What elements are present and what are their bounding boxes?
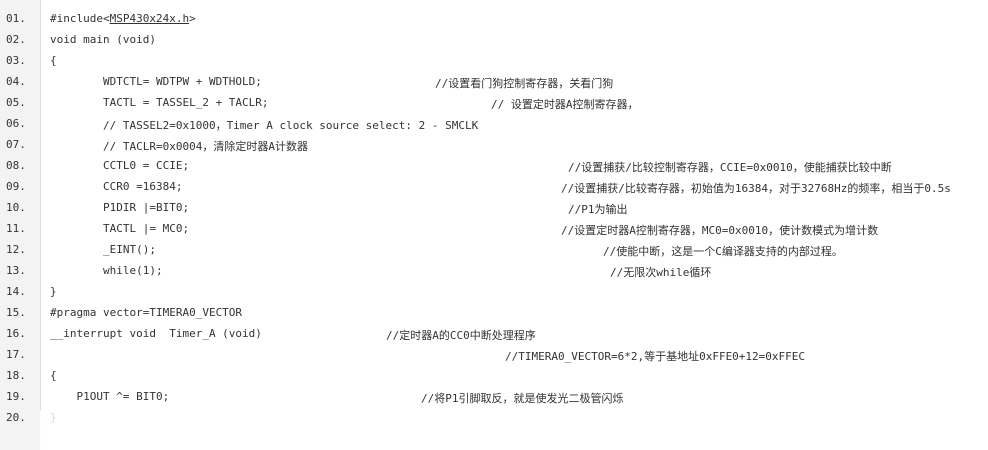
code-text: {	[50, 369, 57, 382]
code-comment: //P1为输出	[568, 203, 628, 216]
line-number: 04.	[6, 75, 26, 88]
include-close: >	[189, 12, 196, 25]
code-text: // TACLR=0x0004，清除定时器A计数器	[50, 140, 308, 153]
code-comment: //设置捕获/比较控制寄存器，CCIE=0x0010，使能捕获比较中断	[568, 161, 892, 174]
code-line: 15. #pragma vector=TIMERA0_VECTOR	[0, 304, 988, 325]
line-number: 03.	[6, 54, 26, 67]
line-number: 13.	[6, 264, 26, 277]
line-number-gutter	[0, 0, 41, 450]
line-number: 14.	[6, 285, 26, 298]
line-number: 12.	[6, 243, 26, 256]
code-line: 11. TACTL |= MC0; //设置定时器A控制寄存器，MC0=0x00…	[0, 220, 988, 241]
code-line: 16. __interrupt void Timer_A (void) //定时…	[0, 325, 988, 346]
code-text: {	[50, 54, 57, 67]
line-number: 20.	[6, 411, 26, 424]
code-comment: //设置捕获/比较寄存器，初始值为16384，对于32768Hz的频率，相当于0…	[561, 182, 951, 195]
code-text: // TASSEL2=0x1000，Timer A clock source s…	[50, 119, 479, 132]
line-number: 11.	[6, 222, 26, 235]
line-number: 07.	[6, 138, 26, 151]
code-text: }	[50, 285, 57, 298]
line-number: 10.	[6, 201, 26, 214]
line-number: 17.	[6, 348, 26, 361]
code-text: #include<MSP430x24x.h>	[50, 12, 196, 25]
line-number: 02.	[6, 33, 26, 46]
code-comment: // 设置定时器A控制寄存器，	[491, 98, 639, 111]
code-text: P1DIR |=BIT0;	[50, 201, 190, 214]
include-directive: #include<	[50, 12, 110, 25]
code-text: void main (void)	[50, 33, 156, 46]
code-text: CCTL0 = CCIE;	[50, 159, 190, 172]
code-text: __interrupt void Timer_A (void)	[50, 327, 262, 340]
code-line: 18. {	[0, 367, 988, 388]
code-text: #pragma vector=TIMERA0_VECTOR	[50, 306, 243, 319]
bottom-fade-overlay	[40, 410, 130, 450]
code-text: CCR0 =16384;	[50, 180, 183, 193]
code-text: TACTL |= MC0;	[50, 222, 190, 235]
code-line: 03. {	[0, 52, 988, 73]
code-line: 01. #include<MSP430x24x.h>	[0, 10, 988, 31]
code-text: WDTCTL= WDTPW + WDTHOLD;	[50, 75, 262, 88]
code-text: TACTL = TASSEL_2 + TACLR;	[50, 96, 269, 109]
code-comment: //定时器A的CC0中断处理程序	[386, 329, 536, 342]
code-comment: //使能中断，这是一个C编译器支持的内部过程。	[603, 245, 843, 258]
line-number: 06.	[6, 117, 26, 130]
code-line: 12. _EINT(); //使能中断，这是一个C编译器支持的内部过程。	[0, 241, 988, 262]
code-comment: //将P1引脚取反，就是使发光二极管闪烁	[421, 392, 624, 405]
code-line: 20. }	[0, 409, 988, 430]
code-line: 02. void main (void)	[0, 31, 988, 52]
line-number: 16.	[6, 327, 26, 340]
line-number: 19.	[6, 390, 26, 403]
code-text: P1OUT ^= BIT0;	[50, 390, 170, 403]
line-number: 08.	[6, 159, 26, 172]
code-line: 09. CCR0 =16384; //设置捕获/比较寄存器，初始值为16384，…	[0, 178, 988, 199]
code-comment: //无限次while循环	[610, 266, 712, 279]
line-number: 09.	[6, 180, 26, 193]
code-comment: //TIMERA0_VECTOR=6*2,等于基地址0xFFE0+12=0xFF…	[505, 350, 806, 363]
code-line: 14. }	[0, 283, 988, 304]
code-line: 05. TACTL = TASSEL_2 + TACLR; // 设置定时器A控…	[0, 94, 988, 115]
code-line: 17. //TIMERA0_VECTOR=6*2,等于基地址0xFFE0+12=…	[0, 346, 988, 367]
code-text: _EINT();	[50, 243, 156, 256]
code-line: 06. // TASSEL2=0x1000，Timer A clock sour…	[0, 115, 988, 136]
line-number: 18.	[6, 369, 26, 382]
code-comment: //设置定时器A控制寄存器，MC0=0x0010，使计数模式为增计数	[561, 224, 879, 237]
code-comment: //设置看门狗控制寄存器，关看门狗	[435, 77, 614, 90]
code-line: 19. P1OUT ^= BIT0; //将P1引脚取反，就是使发光二极管闪烁	[0, 388, 988, 409]
code-text: while(1);	[50, 264, 163, 277]
line-number: 15.	[6, 306, 26, 319]
include-target-link[interactable]: MSP430x24x.h	[109, 12, 190, 25]
code-line: 13. while(1); //无限次while循环	[0, 262, 988, 283]
code-line: 04. WDTCTL= WDTPW + WDTHOLD; //设置看门狗控制寄存…	[0, 73, 988, 94]
code-line: 07. // TACLR=0x0004，清除定时器A计数器	[0, 136, 988, 157]
line-number: 01.	[6, 12, 26, 25]
code-line: 08. CCTL0 = CCIE; //设置捕获/比较控制寄存器，CCIE=0x…	[0, 157, 988, 178]
code-line: 10. P1DIR |=BIT0; //P1为输出	[0, 199, 988, 220]
line-number: 05.	[6, 96, 26, 109]
